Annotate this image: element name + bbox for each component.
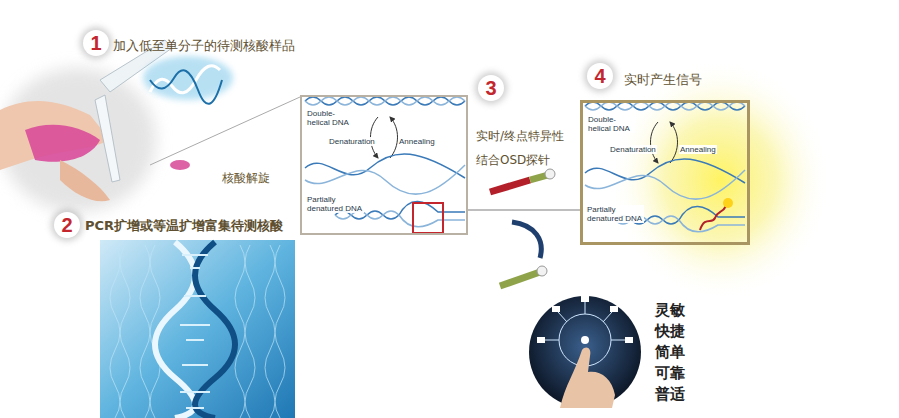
- process-label: Denaturation: [328, 137, 376, 146]
- callout-circle: 2: [54, 212, 80, 238]
- feature-list: 灵敏 快捷 简单 可靠 普适: [655, 300, 689, 405]
- step-text: 实时/终点特异性 结合OSD探针: [476, 124, 586, 172]
- callout-number: 4: [594, 66, 605, 86]
- dna-state-label: Double-helical DNA: [306, 109, 354, 127]
- callout-circle: 4: [587, 63, 613, 89]
- callout-circle: 3: [478, 75, 504, 101]
- callout-circle: 1: [83, 30, 109, 56]
- dna-state-label: Double-helical DNA: [587, 115, 635, 133]
- process-label: Denaturation: [609, 145, 657, 154]
- callout-number: 3: [485, 78, 496, 98]
- callout-number: 2: [61, 215, 72, 235]
- denaturation-panel: Double-helical DNA Denaturation AnnealingP…: [300, 95, 468, 235]
- step-text: PCR扩增或等温扩增富集待测核酸: [85, 217, 283, 235]
- step-text: 实时产生信号: [624, 72, 702, 89]
- signal-panel: Double-helical DNA Denaturation AnnealingP…: [580, 100, 750, 245]
- process-label: Annealing: [398, 137, 436, 146]
- process-label: Annealing: [679, 145, 717, 154]
- callout-number: 1: [90, 33, 101, 53]
- connector: [468, 209, 580, 211]
- step-text: 加入低至单分子的待测核酸样品: [113, 37, 295, 55]
- dna-state-label: Partially denatured DNA: [306, 195, 364, 213]
- leader-label: 核酸解旋: [222, 170, 270, 187]
- dna-state-label: Partially denatured DNA: [586, 205, 644, 223]
